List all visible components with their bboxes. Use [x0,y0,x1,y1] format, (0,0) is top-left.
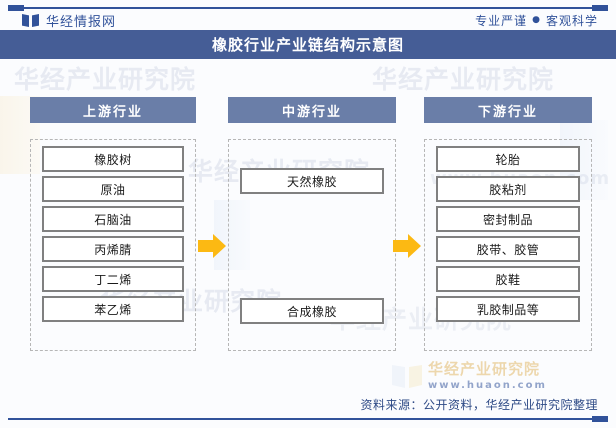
page-title: 橡胶行业产业链结构示意图 [211,36,404,54]
brand: 华经情报网 [22,11,116,30]
brand-watermark-url: www.huaon.com [428,380,547,391]
list-item[interactable]: 原油 [42,176,184,202]
list-item[interactable]: 乳胶制品等 [436,296,580,322]
list-item-label: 胶粘剂 [489,182,527,197]
column-header-label: 中游行业 [281,104,342,120]
open-book-icon [392,362,422,388]
list-item[interactable]: 丁二烯 [42,266,184,292]
list-item[interactable]: 橡胶树 [42,146,184,172]
brand-watermark-name: 华经产业研究院 [428,360,541,378]
column-downstream: 下游行业 轮胎 胶粘剂 密封制品 胶带、胶管 胶鞋 乳胶制品等 [424,97,592,351]
column-header-label: 下游行业 [477,104,538,120]
source-note: 资料来源：公开资料，华经产业研究院整理 [360,398,598,412]
column-header-label: 上游行业 [82,104,143,120]
column-midstream: 中游行业 天然橡胶 合成橡胶 [228,97,396,351]
column-header-midstream: 中游行业 [228,97,396,123]
background-watermark: 华经产业研究院 [14,65,197,94]
list-item-label: 密封制品 [482,212,533,227]
brand-watermark-text: 华经产业研究院 www.huaon.com [428,358,547,391]
arrow-midstream-to-downstream [393,233,421,259]
column-body-upstream: 橡胶树 原油 石脑油 丙烯腈 丁二烯 苯乙烯 [30,139,196,351]
list-item-label: 乳胶制品等 [476,302,540,317]
column-header-upstream: 上游行业 [30,97,196,123]
list-item[interactable]: 石脑油 [42,206,184,232]
arrow-upstream-to-midstream [198,233,226,259]
list-item-label: 轮胎 [495,152,521,167]
list-item-label: 胶鞋 [495,272,521,287]
open-book-icon [22,13,39,28]
tagline-left: 专业严谨 [475,14,528,28]
brand-watermark: 华经产业研究院 www.huaon.com [392,358,547,391]
bottom-divider [8,416,608,422]
arrow-right-icon [393,234,421,258]
list-item[interactable]: 丙烯腈 [42,236,184,262]
list-item-label: 石脑油 [94,212,132,227]
brand-name: 华经情报网 [46,15,117,30]
list-item-label: 苯乙烯 [94,302,132,317]
list-item[interactable]: 苯乙烯 [42,296,184,322]
list-item[interactable]: 密封制品 [436,206,580,232]
column-body-downstream: 轮胎 胶粘剂 密封制品 胶带、胶管 胶鞋 乳胶制品等 [424,139,592,351]
background-watermark: 华经产业研究院 [372,65,555,94]
list-item-label: 丁二烯 [94,272,132,287]
list-item-label: 橡胶树 [94,152,132,167]
list-item[interactable]: 胶带、胶管 [436,236,580,262]
list-item-label: 胶带、胶管 [476,242,540,257]
list-item[interactable]: 天然橡胶 [240,168,384,194]
top-divider [8,5,608,11]
tagline: 专业严谨 ● 客观科学 [475,12,598,29]
tagline-dot-icon: ● [532,15,541,25]
column-header-downstream: 下游行业 [424,97,592,123]
list-item[interactable]: 胶粘剂 [436,176,580,202]
list-item[interactable]: 轮胎 [436,146,580,172]
list-item[interactable]: 胶鞋 [436,266,580,292]
column-body-midstream: 天然橡胶 合成橡胶 [228,139,396,351]
arrow-right-icon [198,234,226,258]
title-bar: 橡胶行业产业链结构示意图 [0,30,616,59]
list-item-label: 合成橡胶 [286,304,337,319]
list-item-label: 原油 [100,182,126,197]
tagline-right: 客观科学 [545,14,598,28]
list-item-label: 丙烯腈 [94,242,132,257]
column-upstream: 上游行业 橡胶树 原油 石脑油 丙烯腈 丁二烯 苯乙烯 [30,97,196,351]
list-item-label: 天然橡胶 [286,174,337,189]
list-item[interactable]: 合成橡胶 [240,298,384,324]
